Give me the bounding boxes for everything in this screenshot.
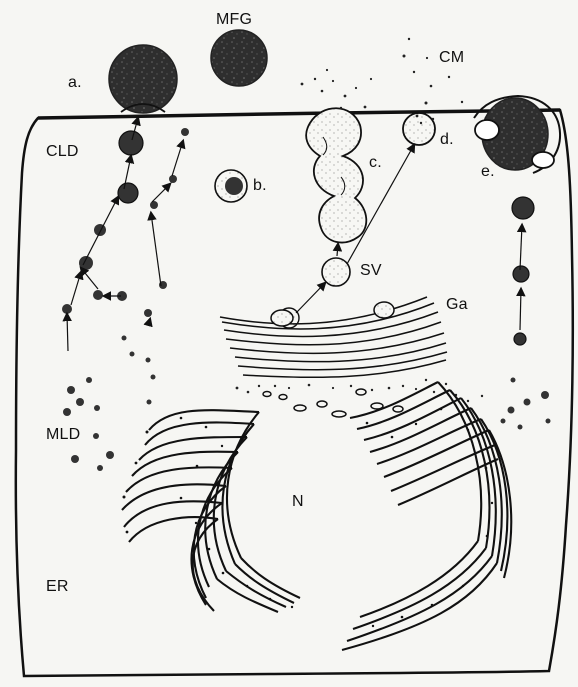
label-a: a. xyxy=(68,75,82,91)
label-d: d. xyxy=(440,132,454,148)
label-b: b. xyxy=(253,178,267,194)
mfg-droplet xyxy=(211,30,267,86)
er-left xyxy=(122,410,300,612)
label-cm: CM xyxy=(439,50,464,66)
label-n: N xyxy=(292,494,304,510)
label-ga: Ga xyxy=(446,297,468,313)
membrane-blob-e2 xyxy=(532,152,554,168)
lipid-droplet-path xyxy=(62,118,189,351)
membrane-blob-e1 xyxy=(475,120,499,140)
label-mfg: MFG xyxy=(216,12,252,28)
label-c: c. xyxy=(369,155,382,171)
label-e: e. xyxy=(481,164,495,180)
secretory-chain xyxy=(279,108,435,328)
apical-membrane xyxy=(38,110,560,118)
label-sv: SV xyxy=(360,263,382,279)
vesicle-b-core xyxy=(225,177,243,195)
cell-membrane xyxy=(16,110,573,676)
label-mld: MLD xyxy=(46,427,80,443)
label-cld: CLD xyxy=(46,144,79,160)
mld-dots xyxy=(63,336,156,472)
nucleus-space xyxy=(254,456,364,554)
right-droplet-path xyxy=(501,197,551,430)
label-er: ER xyxy=(46,579,69,595)
fat-droplet-a xyxy=(109,45,177,113)
golgi-apparatus xyxy=(220,297,447,417)
